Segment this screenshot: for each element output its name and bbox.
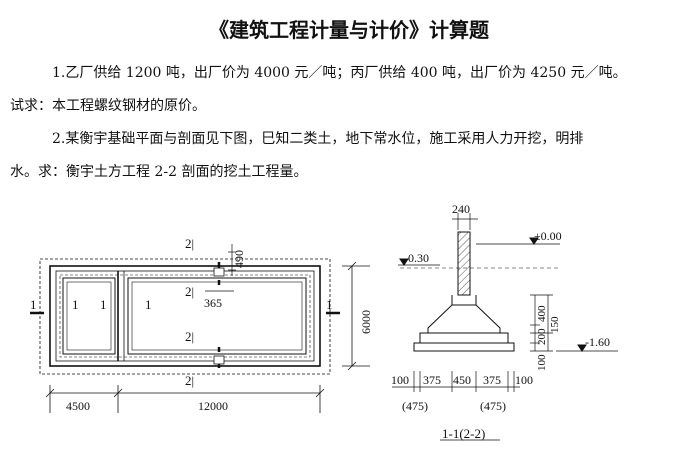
plan-labels: 2| 2| 2| 2| 1 1 1 1 1 490 365 4500 12000… [30, 236, 373, 413]
section-labels: 240 ±0.00 -0.30 -1.60 400 150 200 100 10… [391, 202, 610, 441]
dim-slash-mid [113, 388, 123, 398]
dim-6000-slash-top [347, 261, 357, 271]
elev-zero-marker [529, 237, 539, 245]
question-2-line-2: 水。求：衡宇土方工程 2-2 剖面的挖土工程量。 [10, 164, 308, 180]
label-2-bottom: 2| [185, 373, 194, 388]
dim-bottom-1: 100 [391, 373, 409, 387]
section-bedding [413, 342, 515, 352]
elev-160-text: -1.60 [585, 335, 610, 349]
elev-160-marker [577, 344, 587, 352]
label-2-top: 2| [185, 236, 194, 251]
dim-12000-text: 12000 [198, 399, 228, 413]
dim-slash-right [315, 388, 325, 398]
dim-4500-text: 4500 [66, 399, 90, 413]
dim-paren-right: (475) [480, 399, 506, 413]
dim-150-text: 150 [549, 316, 561, 333]
section-footing-base [419, 332, 509, 344]
page-title: 《建筑工程计量与计价》计算题 [209, 18, 489, 42]
dim-bottom-4: 375 [483, 373, 501, 387]
elev-zero-text: ±0.00 [534, 229, 562, 243]
dim-240-text: 240 [452, 202, 470, 216]
foundation-plan [30, 244, 370, 413]
dim-paren-left: (475) [402, 399, 428, 413]
plan-door-gap-bottom [213, 355, 225, 365]
plan-right-room [127, 277, 307, 355]
dim-365-text: 365 [204, 296, 222, 310]
label-1-outer-left: 1 [30, 297, 37, 312]
plan-wall-inner-edge [55, 270, 315, 362]
elev-030-text: -0.30 [404, 251, 429, 265]
label-1-left-room-a: 1 [72, 297, 79, 312]
plan-left-room [62, 277, 116, 355]
label-2-lower-mid: 2| [185, 329, 194, 344]
question-1-line-1: 1.乙厂供给 1200 吨，出厂价为 4000 元／吨；丙厂供给 400 吨，出… [52, 65, 627, 81]
dim-400-text: 400 [536, 305, 548, 322]
label-1-outer-right: 1 [326, 297, 333, 312]
dim-slash-left [45, 388, 55, 398]
dim-6000-text: 6000 [359, 310, 373, 334]
question-2-line-1: 2.某衡宇基础平面与剖面见下图，巳知二类土，地下常水位，施工采用人力开挖，明排 [52, 131, 584, 147]
plan-door-gap-top [213, 267, 225, 277]
dim-bottom-2: 375 [423, 373, 441, 387]
label-1-right-room: 1 [145, 297, 152, 312]
plan-left-room-inner [66, 281, 112, 351]
dim-bottom-3: 450 [453, 373, 471, 387]
label-1-left-room-b: 1 [100, 297, 107, 312]
plan-right-room-inner [131, 281, 303, 351]
section-pedestal [451, 295, 477, 306]
plan-outer-dashed [39, 258, 331, 375]
dim-100-vertical-text: 100 [536, 354, 548, 371]
dim-490-text: 490 [232, 250, 246, 268]
question-1-line-2: 试求：本工程螺纹钢材的原价。 [10, 98, 206, 114]
dim-6000-slash-bottom [347, 361, 357, 371]
plan-outer-wall [49, 265, 321, 367]
dim-bottom-5: 100 [515, 373, 533, 387]
dim-200-text: 200 [536, 328, 548, 345]
section-footing-slope [427, 304, 501, 334]
label-2-upper-mid: 2| [185, 284, 194, 299]
foundation-section [392, 213, 618, 441]
elev-030-marker [399, 258, 409, 266]
section-caption: 1-1(2-2) [442, 426, 485, 441]
plan-wall-dashed [59, 274, 311, 358]
section-wall [457, 231, 471, 296]
